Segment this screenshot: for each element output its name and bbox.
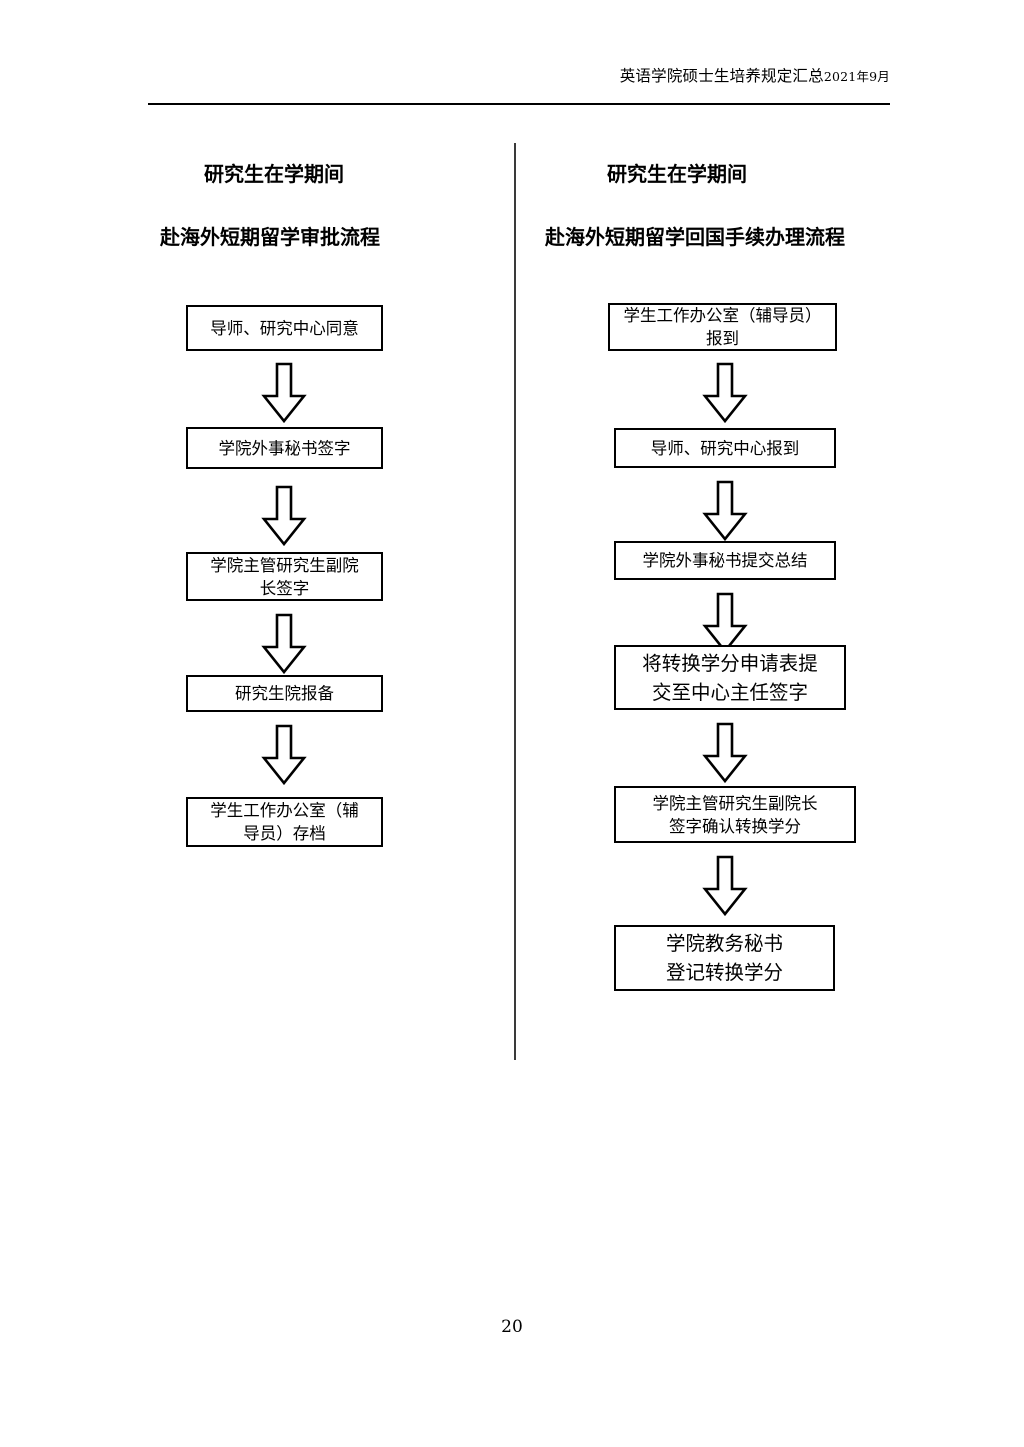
right-step-4-line2: 交至中心主任签字 — [651, 680, 808, 704]
right-step-5-line1: 学院主管研究生副院长 — [652, 793, 818, 813]
right-step-box-1: 学生工作办公室（辅导员） 报到 — [608, 303, 837, 351]
left-step-box-4: 研究生院报备 — [186, 675, 383, 712]
left-title-line2: 赴海外短期留学审批流程 — [160, 225, 380, 249]
left-step-box-3: 学院主管研究生副院 长签字 — [186, 552, 383, 601]
right-title-line1: 研究生在学期间 — [607, 162, 747, 186]
right-title-line2: 赴海外短期留学回国手续办理流程 — [545, 225, 845, 249]
right-step-box-3: 学院外事秘书提交总结 — [614, 541, 836, 580]
right-step-3-line1: 学院外事秘书提交总结 — [642, 551, 808, 570]
right-step-box-4: 将转换学分申请表提 交至中心主任签字 — [614, 645, 846, 710]
down-arrow-icon — [702, 592, 748, 654]
page-number: 20 — [501, 1317, 523, 1337]
right-step-1-line2: 报到 — [706, 329, 739, 348]
down-arrow-icon — [702, 362, 748, 424]
down-arrow-icon — [702, 722, 748, 784]
right-step-4-line1: 将转换学分申请表提 — [642, 651, 818, 675]
left-title-line1: 研究生在学期间 — [204, 162, 344, 186]
down-arrow-icon — [261, 613, 307, 675]
down-arrow-icon — [261, 724, 307, 786]
left-step-5-line2: 导员）存档 — [243, 824, 326, 843]
header-rule — [148, 103, 890, 105]
right-step-6-line2: 登记转换学分 — [665, 961, 783, 984]
left-step-3-line2: 长签字 — [259, 578, 310, 598]
left-step-2-line1: 学院外事秘书签字 — [218, 438, 351, 458]
down-arrow-icon — [261, 362, 307, 424]
left-step-3-line1: 学院主管研究生副院 — [210, 555, 359, 575]
header-date: 2021年9月 — [823, 69, 890, 84]
right-step-box-5: 学院主管研究生副院长 签字确认转换学分 — [614, 786, 856, 843]
column-divider — [514, 143, 516, 1060]
left-step-box-2: 学院外事秘书签字 — [186, 427, 383, 469]
left-step-box-5: 学生工作办公室（辅 导员）存档 — [186, 797, 383, 847]
left-step-1-line1: 导师、研究中心同意 — [210, 318, 359, 338]
down-arrow-icon — [261, 485, 307, 547]
header-title: 英语学院硕士生培养规定汇总 — [619, 67, 824, 85]
left-step-5-line1: 学生工作办公室（辅 — [210, 801, 359, 820]
right-step-5-line2: 签字确认转换学分 — [669, 816, 801, 836]
left-step-box-1: 导师、研究中心同意 — [186, 305, 383, 351]
right-step-1-line1: 学生工作办公室（辅导员） — [623, 306, 822, 325]
right-step-2-line1: 导师、研究中心报到 — [650, 438, 800, 458]
page-header: 英语学院硕士生培养规定汇总2021年9月 — [148, 66, 890, 87]
down-arrow-icon — [702, 855, 748, 917]
right-step-6-line1: 学院教务秘书 — [665, 932, 783, 955]
right-step-box-2: 导师、研究中心报到 — [614, 428, 836, 468]
right-step-box-6: 学院教务秘书 登记转换学分 — [614, 925, 835, 991]
left-step-4-line1: 研究生院报备 — [235, 684, 334, 703]
down-arrow-icon — [702, 480, 748, 542]
